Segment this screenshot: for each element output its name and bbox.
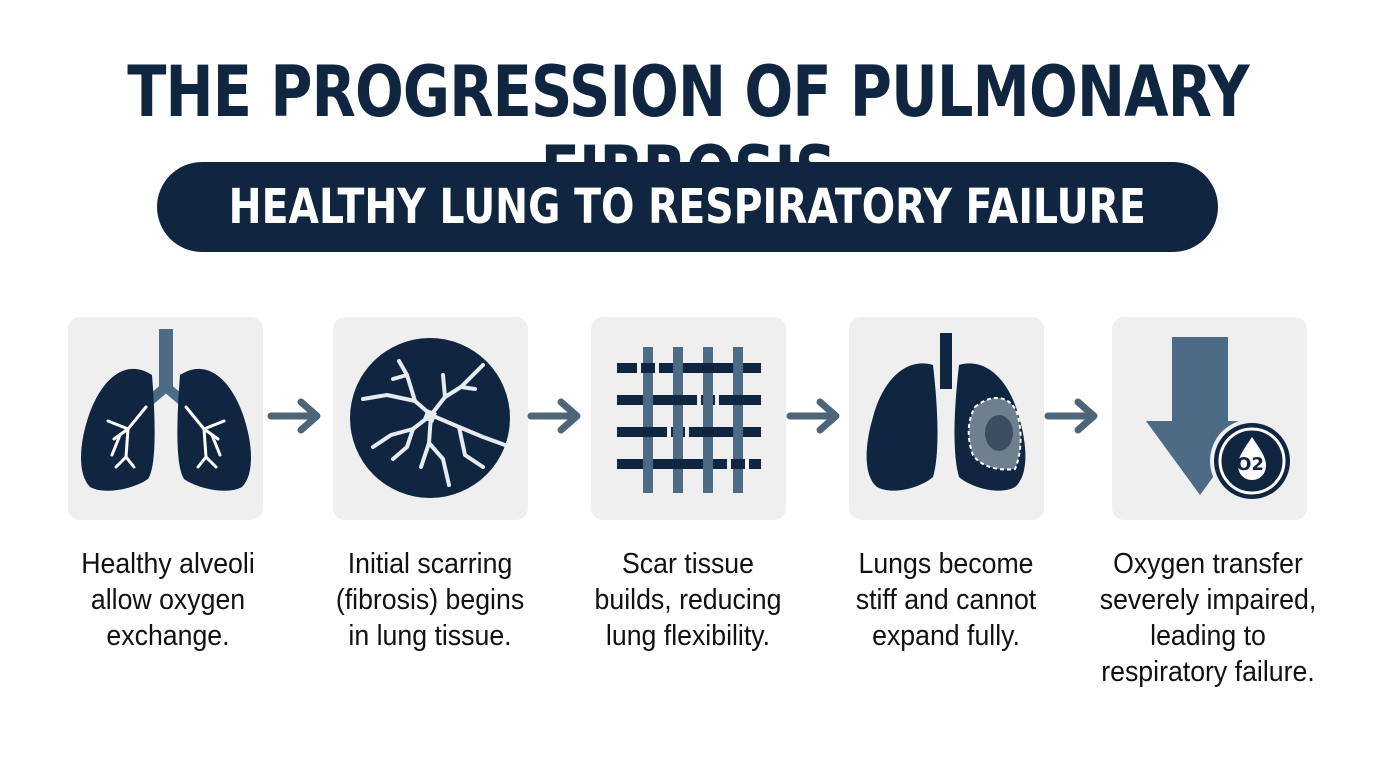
- caption-line: stiff and cannot: [855, 584, 1037, 616]
- caption-line: severely impaired,: [1099, 584, 1317, 616]
- stiff-lungs-icon: [866, 333, 1026, 491]
- caption-line: builds, reducing: [594, 584, 782, 616]
- step-caption-initial-scarring: Initial scarring (fibrosis) begins in lu…: [310, 546, 549, 654]
- caption-line: leading to: [1150, 620, 1266, 652]
- healthy-lungs-icon: [81, 329, 251, 491]
- caption-line: Oxygen transfer: [1113, 548, 1303, 580]
- right-arrow-icon: [527, 398, 581, 434]
- right-arrow-icon: [786, 398, 840, 434]
- caption-line: expand fully.: [872, 620, 1020, 652]
- subtitle-text: HEALTHY LUNG TO RESPIRATORY FAILURE: [228, 179, 1147, 235]
- caption-line: lung flexibility.: [605, 620, 771, 652]
- step-caption-respiratory-failure: Oxygen transfer severely impaired, leadi…: [1088, 546, 1327, 690]
- subtitle-banner: HEALTHY LUNG TO RESPIRATORY FAILURE: [157, 162, 1218, 252]
- oxygen-down-arrow-icon: O2: [1146, 337, 1294, 503]
- caption-line: in lung tissue.: [348, 620, 512, 652]
- caption-line: Initial scarring: [347, 548, 513, 580]
- caption-line: exchange.: [106, 620, 230, 652]
- caption-line: respiratory failure.: [1101, 656, 1315, 688]
- caption-line: (fibrosis) begins: [335, 584, 525, 616]
- right-arrow-icon: [267, 398, 321, 434]
- caption-line: Scar tissue: [622, 548, 754, 580]
- step-card-scar-tissue: [591, 317, 786, 520]
- right-arrow-icon: [1044, 398, 1098, 434]
- caption-line: Lungs become: [858, 548, 1034, 580]
- step-card-respiratory-failure: O2: [1112, 317, 1307, 520]
- cracked-circle-icon: [350, 338, 510, 498]
- caption-line: allow oxygen: [90, 584, 246, 616]
- caption-line: Healthy alveoli: [81, 548, 255, 580]
- o2-badge: O2: [1236, 454, 1264, 475]
- step-caption-healthy: Healthy alveoli allow oxygen exchange.: [48, 546, 287, 654]
- step-caption-scar-tissue: Scar tissue builds, reducing lung flexib…: [568, 546, 807, 654]
- step-card-initial-scarring: [333, 317, 528, 520]
- woven-scar-tissue-icon: [617, 347, 761, 493]
- step-card-stiff-lungs: [849, 317, 1044, 520]
- step-caption-stiff-lungs: Lungs become stiff and cannot expand ful…: [826, 546, 1065, 654]
- step-card-healthy: [68, 317, 263, 520]
